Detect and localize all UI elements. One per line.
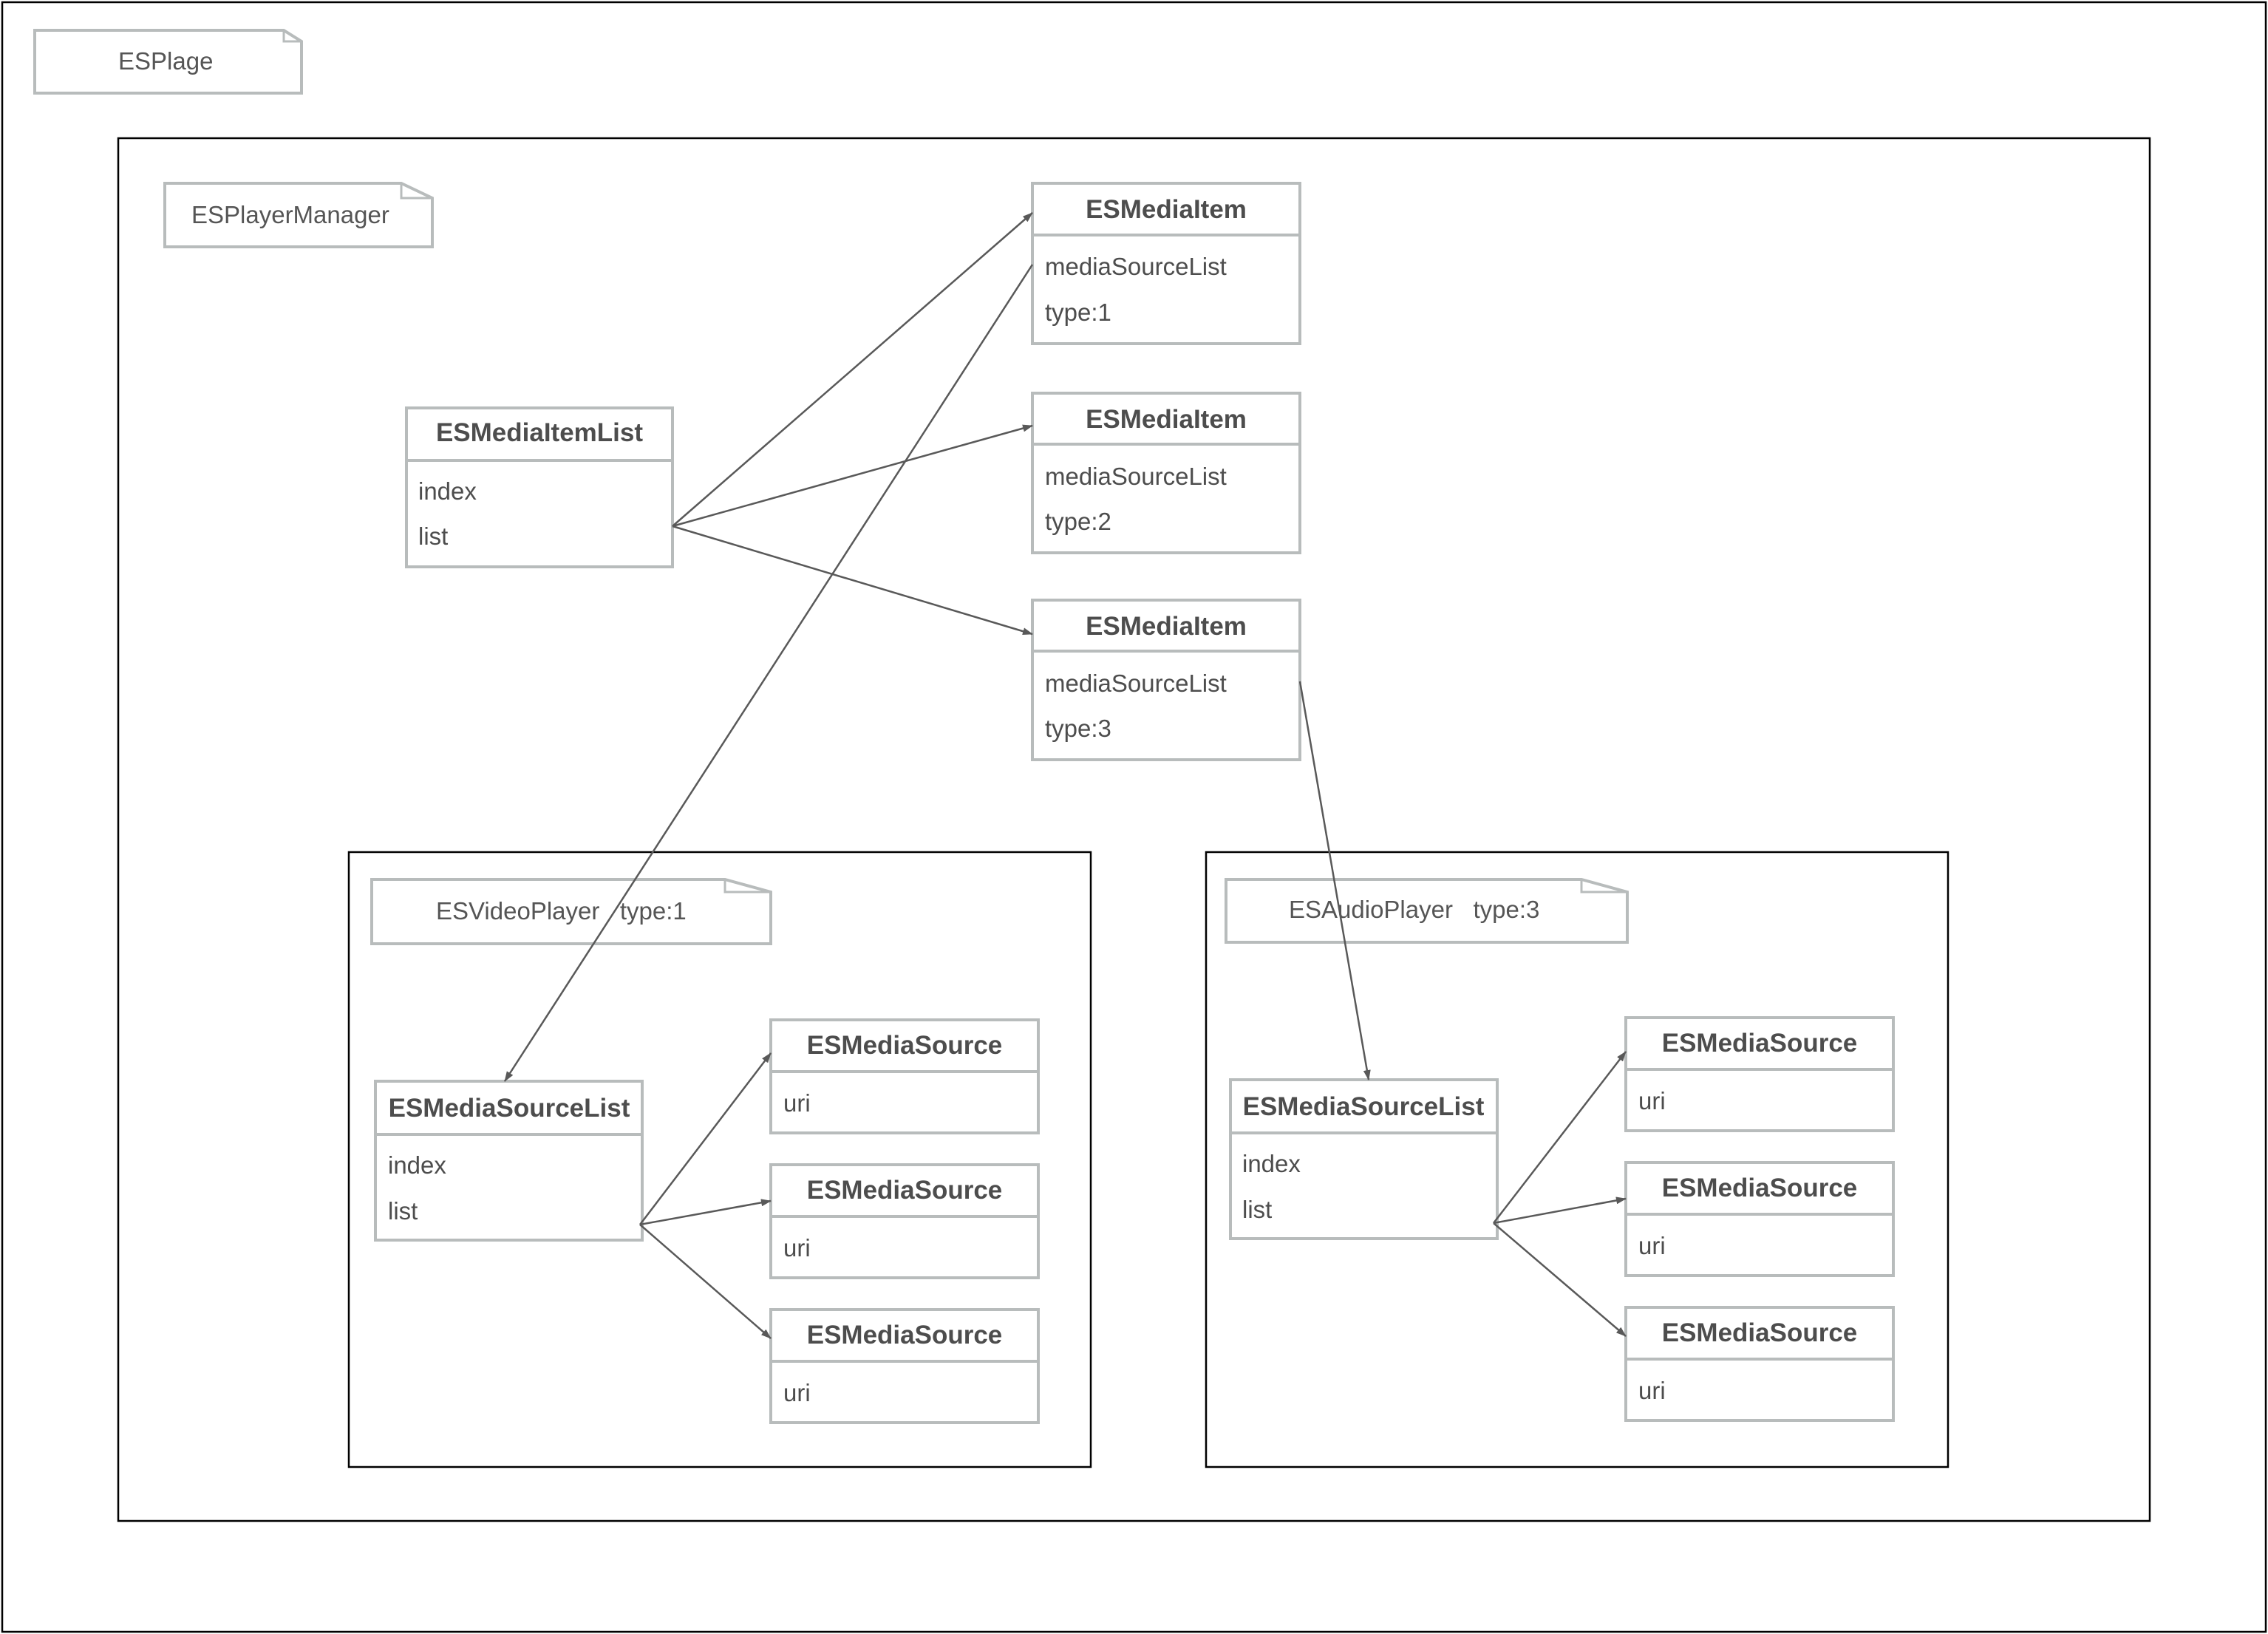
class-video-media-source-1: ESMediaSource uri [769,1018,1040,1134]
audio-source-1-attr-uri: uri [1638,1087,1666,1114]
class-media-item-list: ESMediaItemList index list [405,406,674,568]
video-source-list-title: ESMediaSourceList [389,1094,630,1123]
class-audio-media-source-1: ESMediaSource uri [1624,1016,1895,1132]
media-item-3-title: ESMediaItem [1086,612,1247,641]
video-source-1-attr-uri: uri [783,1089,811,1117]
video-source-3-title: ESMediaSource [807,1321,1003,1349]
media-item-list-title: ESMediaItemList [436,418,643,447]
media-item-2-attr-media-source-list: mediaSourceList [1045,463,1227,490]
media-item-list-attr-index: index [418,477,477,505]
arrow-list-to-item-2 [672,424,1033,528]
note-esaudioplayer-label: ESAudioPlayer type:3 [1289,896,1539,923]
audio-source-list-attr-index: index [1242,1150,1301,1177]
note-esaudioplayer: ESAudioPlayer type:3 [1225,878,1629,944]
arrow-item-3-to-audio-source-list [1298,681,1371,1080]
audio-source-list-attr-list: list [1242,1196,1272,1223]
note-esplage-label: ESPlage [118,47,213,75]
note-esvideoplayer-label: ESVideoPlayer type:1 [436,897,687,925]
media-item-3-attr-type: type:3 [1045,715,1111,742]
media-item-list-attr-list: list [418,522,448,550]
arrow-item-1-to-video-source-list [503,264,1034,1082]
note-esplayermanager-label: ESPlayerManager [191,201,389,228]
audio-source-list-title: ESMediaSourceList [1243,1092,1485,1121]
audio-source-3-attr-uri: uri [1638,1377,1666,1404]
association-arrows [503,212,1627,1339]
audio-source-3-title: ESMediaSource [1662,1318,1858,1347]
class-video-media-source-3: ESMediaSource uri [769,1308,1040,1424]
video-player-frame [347,851,1092,1468]
video-source-list-attr-index: index [388,1151,446,1179]
media-item-2-attr-type: type:2 [1045,508,1111,535]
audio-player-frame [1205,851,1949,1468]
note-esvideoplayer: ESVideoPlayer type:1 [370,878,772,945]
arrow-list-to-item-3 [672,525,1033,636]
class-audio-media-source-3: ESMediaSource uri [1624,1306,1895,1422]
class-audio-media-source-2: ESMediaSource uri [1624,1161,1895,1277]
class-media-item-3: ESMediaItem mediaSourceList type:3 [1031,599,1301,761]
media-item-1-attr-type: type:1 [1045,299,1111,326]
video-source-1-title: ESMediaSource [807,1031,1003,1060]
video-source-2-attr-uri: uri [783,1234,811,1262]
media-item-1-title: ESMediaItem [1086,195,1247,224]
manager-frame [117,137,2151,1522]
audio-source-1-title: ESMediaSource [1662,1029,1858,1058]
media-item-3-attr-media-source-list: mediaSourceList [1045,670,1227,697]
arrow-video-list-to-source-1 [639,1052,772,1225]
arrow-audio-list-to-source-3 [1493,1222,1627,1337]
class-media-item-2: ESMediaItem mediaSourceList type:2 [1031,392,1301,554]
class-media-item-1: ESMediaItem mediaSourceList type:1 [1031,182,1301,345]
video-source-2-title: ESMediaSource [807,1176,1003,1205]
media-item-1-attr-media-source-list: mediaSourceList [1045,253,1227,280]
video-source-list-attr-list: list [388,1197,418,1225]
media-item-2-title: ESMediaItem [1086,405,1247,434]
audio-source-2-attr-uri: uri [1638,1232,1666,1259]
arrow-list-to-item-1 [672,212,1033,527]
note-esplage: ESPlage [33,29,303,95]
note-esplayermanager: ESPlayerManager [163,182,434,248]
arrow-video-list-to-source-2 [639,1199,772,1226]
class-audio-media-source-list: ESMediaSourceList index list [1229,1078,1499,1240]
audio-source-2-title: ESMediaSource [1662,1174,1858,1202]
class-video-media-source-2: ESMediaSource uri [769,1163,1040,1279]
class-video-media-source-list: ESMediaSourceList index list [374,1080,644,1242]
arrow-audio-list-to-source-2 [1493,1196,1627,1225]
arrow-video-list-to-source-3 [639,1224,772,1339]
arrow-audio-list-to-source-1 [1493,1051,1627,1224]
video-source-3-attr-uri: uri [783,1379,811,1406]
